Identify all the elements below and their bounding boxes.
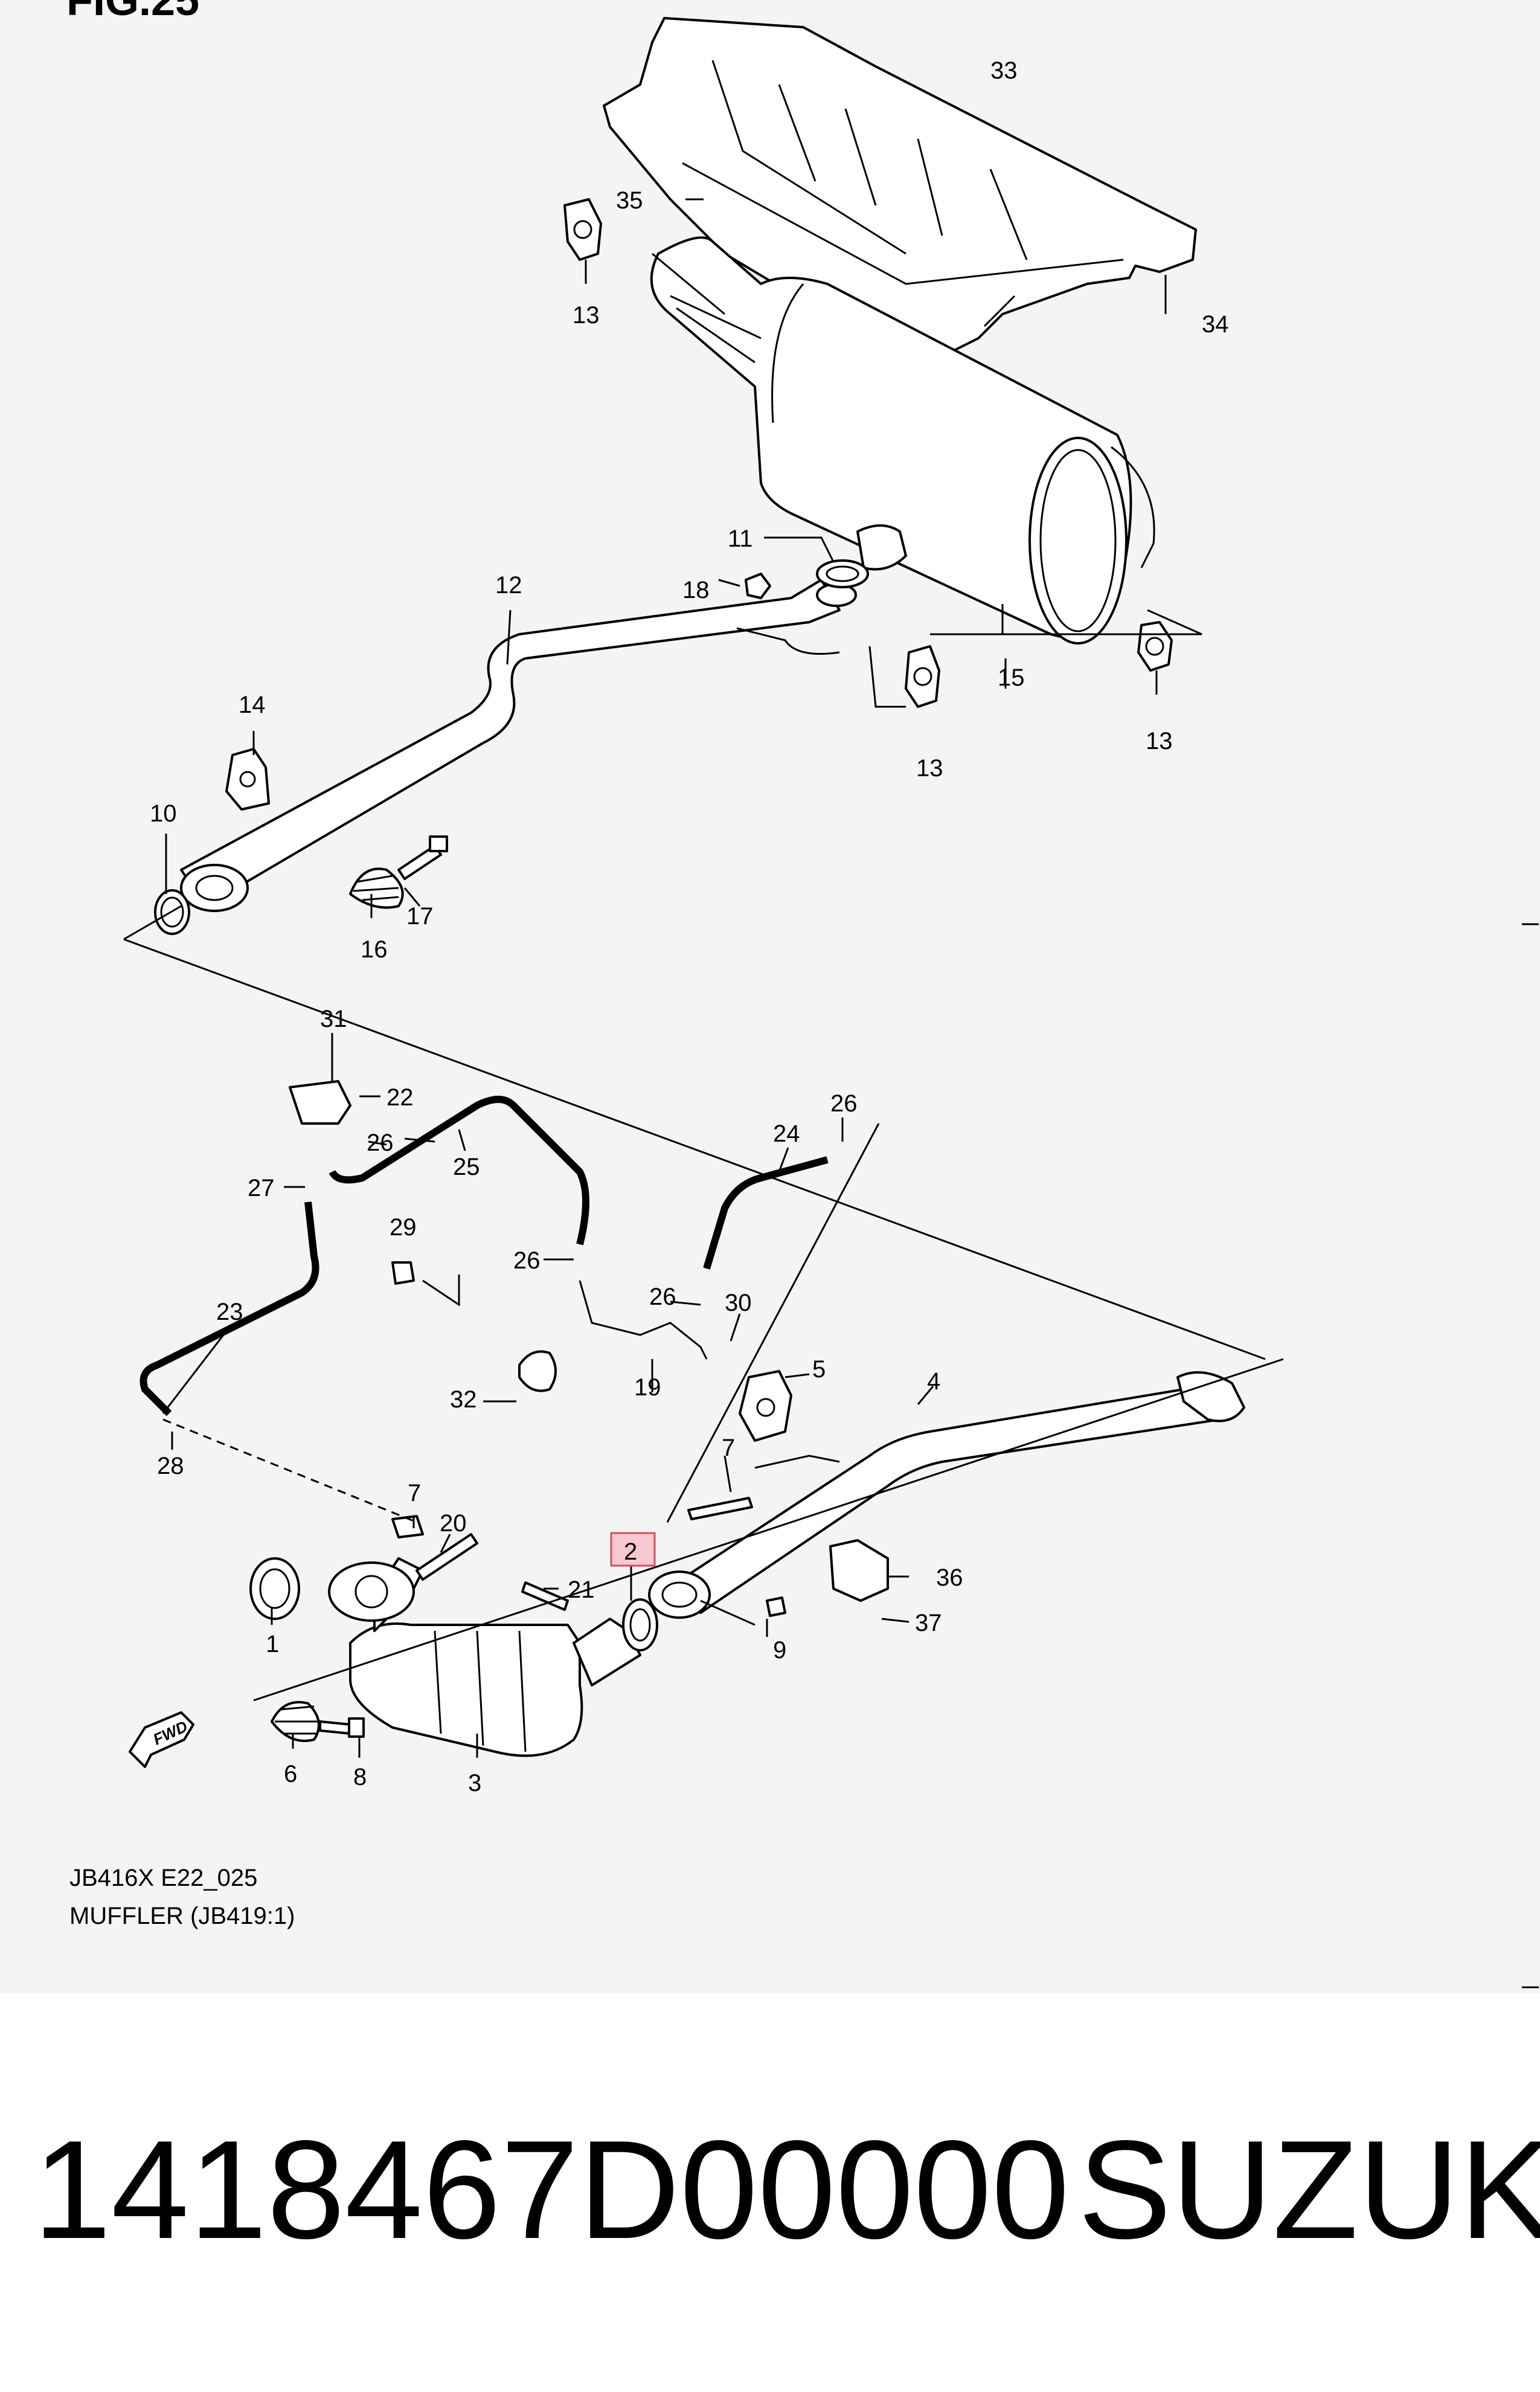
callout-24: 24 (773, 1120, 800, 1147)
callout-6: 6 (284, 1761, 297, 1787)
callout-29: 29 (390, 1214, 417, 1241)
callout-31: 31 (320, 1006, 347, 1032)
center-pipe (180, 579, 857, 912)
callout-7b: 7 (722, 1435, 735, 1461)
callout-33: 33 (990, 57, 1018, 84)
sensor-hoses (140, 1080, 829, 1416)
callout-8: 8 (353, 1764, 367, 1790)
callout-9: 9 (773, 1637, 786, 1664)
brand-name: SUZUKI (1078, 2112, 1540, 2268)
callout-27: 27 (248, 1175, 275, 1201)
part-number: 1418467D00000 (33, 2112, 1070, 2268)
callout-20: 20 (440, 1510, 467, 1537)
callout-1: 1 (266, 1631, 279, 1657)
catalytic-converter (328, 1557, 641, 1757)
callout-10: 10 (150, 800, 177, 827)
callout-26d: 26 (649, 1284, 676, 1310)
callout-15: 15 (998, 664, 1025, 691)
heat-shield (603, 17, 1197, 358)
fwd-arrow-icon: FWD (129, 1711, 194, 1768)
callout-13a: 13 (573, 302, 600, 329)
callout-5: 5 (812, 1356, 826, 1383)
callout-3: 3 (468, 1770, 481, 1796)
callout-25: 25 (453, 1154, 480, 1180)
callout-11: 11 (728, 526, 753, 552)
front-hardware (249, 1497, 786, 1742)
callout-19: 19 (634, 1374, 661, 1401)
front-pipe (648, 1371, 1245, 1619)
rear-muffler (650, 236, 1155, 645)
callout-32: 32 (450, 1386, 477, 1413)
figure-label: FIG.25 (66, 0, 200, 25)
callout-13c: 13 (1146, 728, 1173, 754)
callout-12: 12 (495, 572, 522, 599)
callout-26a: 26 (367, 1130, 394, 1156)
callout-34: 34 (1202, 311, 1229, 338)
callout-labels: 1 2 3 4 5 6 7 7 8 9 10 11 12 13 13 13 14… (150, 57, 1229, 1796)
callout-35: 35 (616, 187, 643, 214)
front-pipe-hangers (739, 1370, 889, 1602)
callout-16: 16 (361, 936, 388, 963)
diagram-title: MUFFLER (JB419:1) (69, 1903, 295, 1929)
callout-23: 23 (216, 1299, 243, 1325)
highlighted-callout-box (610, 1532, 656, 1567)
callout-7a: 7 (408, 1480, 421, 1506)
parts-diagram: FIG.25 (0, 0, 1540, 1993)
callout-30: 30 (725, 1290, 752, 1316)
callout-21: 21 (568, 1577, 595, 1603)
muffler-joint (745, 559, 869, 599)
callout-18: 18 (682, 577, 710, 603)
callout-37: 37 (915, 1610, 942, 1636)
diagram-code: JB416X E22_025 (69, 1865, 258, 1891)
leader-lines (123, 198, 1284, 1758)
callout-26b: 26 (830, 1090, 858, 1117)
callout-13b: 13 (916, 755, 943, 782)
callout-4: 4 (927, 1368, 940, 1395)
callout-36: 36 (936, 1564, 963, 1591)
callout-26c: 26 (513, 1247, 541, 1274)
callout-2: 2 (624, 1538, 637, 1565)
callout-14: 14 (239, 692, 266, 718)
exploded-view-drawing: 1 2 3 4 5 6 7 7 8 9 10 11 12 13 13 13 14… (123, 17, 1539, 1989)
callout-22: 22 (387, 1084, 414, 1111)
callout-28: 28 (157, 1453, 184, 1479)
page-edge-mark (1522, 923, 1539, 1989)
callout-17: 17 (406, 903, 434, 930)
